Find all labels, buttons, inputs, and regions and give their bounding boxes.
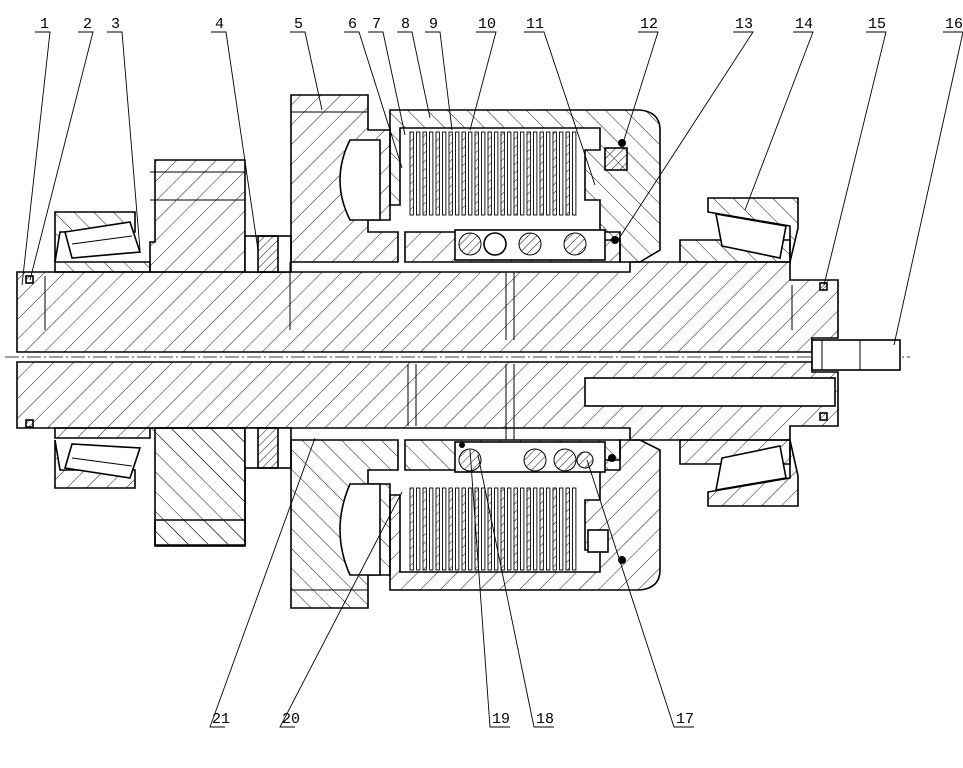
callout-17: 17 <box>676 711 694 728</box>
friction-bottom-plate <box>474 487 479 571</box>
drive-gear <box>290 94 399 609</box>
callout-12: 12 <box>640 16 658 33</box>
friction-bottom-plate <box>565 487 570 571</box>
friction-top-plate <box>520 131 525 216</box>
friction-top-plate <box>474 131 479 216</box>
friction-bottom-plate <box>461 487 466 571</box>
friction-bottom-plate <box>468 487 473 571</box>
friction-top-plate <box>468 131 473 216</box>
callout-16: 16 <box>945 16 963 33</box>
callout-19: 19 <box>492 711 510 728</box>
friction-bottom-plate <box>429 487 434 571</box>
friction-top-plate <box>429 131 434 216</box>
friction-top-plate <box>559 131 564 216</box>
callout-5: 5 <box>294 16 303 33</box>
seal-blocks <box>587 147 628 553</box>
callout-1: 1 <box>40 16 49 33</box>
friction-bottom-plate <box>448 487 453 571</box>
friction-bottom-plate <box>539 487 544 571</box>
friction-top-plate <box>533 131 538 216</box>
friction-top-plate <box>416 131 421 216</box>
friction-top-plate <box>539 131 544 216</box>
friction-top-plate <box>572 131 577 216</box>
callout-8: 8 <box>401 16 410 33</box>
friction-bottom-plate <box>442 487 447 571</box>
friction-plate-stack-bottom <box>409 487 577 571</box>
friction-top-plate <box>565 131 570 216</box>
callout-15: 15 <box>868 16 886 33</box>
friction-bottom-plate <box>520 487 525 571</box>
callout-14: 14 <box>795 16 813 33</box>
callout-labels: 1 2 3 4 5 6 7 8 9 10 11 12 13 14 15 16 1… <box>40 16 963 728</box>
friction-bottom-plate <box>500 487 505 571</box>
friction-bottom-plate <box>507 487 512 571</box>
friction-top-plate <box>442 131 447 216</box>
friction-bottom-plate <box>409 487 414 571</box>
callout-13: 13 <box>735 16 753 33</box>
friction-bottom-plate <box>416 487 421 571</box>
friction-bottom-plate <box>572 487 577 571</box>
spacer-ring <box>244 235 292 469</box>
callout-2: 2 <box>83 16 92 33</box>
callout-7: 7 <box>372 16 381 33</box>
friction-top-plate <box>500 131 505 216</box>
friction-top-plate <box>494 131 499 216</box>
friction-top-plate <box>526 131 531 216</box>
left-bearing-top <box>54 211 151 273</box>
friction-top-plate <box>513 131 518 216</box>
friction-plate-stack-top <box>409 131 577 216</box>
right-bearing-top <box>679 197 799 263</box>
friction-bottom-plate <box>481 487 486 571</box>
friction-top-plate <box>461 131 466 216</box>
shaft-seals <box>25 262 828 428</box>
callout-21: 21 <box>212 711 230 728</box>
friction-top-plate <box>487 131 492 216</box>
friction-bottom-plate <box>552 487 557 571</box>
end-plug <box>811 339 901 371</box>
friction-top-plate <box>422 131 427 216</box>
callout-9: 9 <box>429 16 438 33</box>
friction-bottom-plate <box>487 487 492 571</box>
friction-top-plate <box>455 131 460 216</box>
friction-bottom-plate <box>513 487 518 571</box>
friction-bottom-plate <box>494 487 499 571</box>
friction-top-plate <box>409 131 414 216</box>
friction-bottom-plate <box>559 487 564 571</box>
friction-top-plate <box>507 131 512 216</box>
callout-3: 3 <box>111 16 120 33</box>
main-shaft <box>5 261 910 441</box>
left-bearing-bottom <box>54 427 151 489</box>
friction-top-plate <box>435 131 440 216</box>
friction-bottom-plate <box>455 487 460 571</box>
friction-bottom-plate <box>546 487 551 571</box>
left-gear <box>149 159 246 547</box>
friction-bottom-plate <box>533 487 538 571</box>
callout-18: 18 <box>536 711 554 728</box>
friction-top-plate <box>448 131 453 216</box>
right-bearing-bottom <box>679 439 799 507</box>
callout-4: 4 <box>215 16 224 33</box>
balls <box>458 139 626 564</box>
friction-top-plate <box>481 131 486 216</box>
friction-bottom-plate <box>422 487 427 571</box>
callout-10: 10 <box>478 16 496 33</box>
callout-20: 20 <box>282 711 300 728</box>
friction-top-plate <box>546 131 551 216</box>
clutch-housing <box>389 109 661 591</box>
friction-bottom-plate <box>526 487 531 571</box>
piston-hub-top <box>404 229 621 263</box>
leader-lines <box>21 31 963 728</box>
callout-11: 11 <box>526 16 544 33</box>
callout-6: 6 <box>348 16 357 33</box>
friction-top-plate <box>552 131 557 216</box>
friction-bottom-plate <box>435 487 440 571</box>
